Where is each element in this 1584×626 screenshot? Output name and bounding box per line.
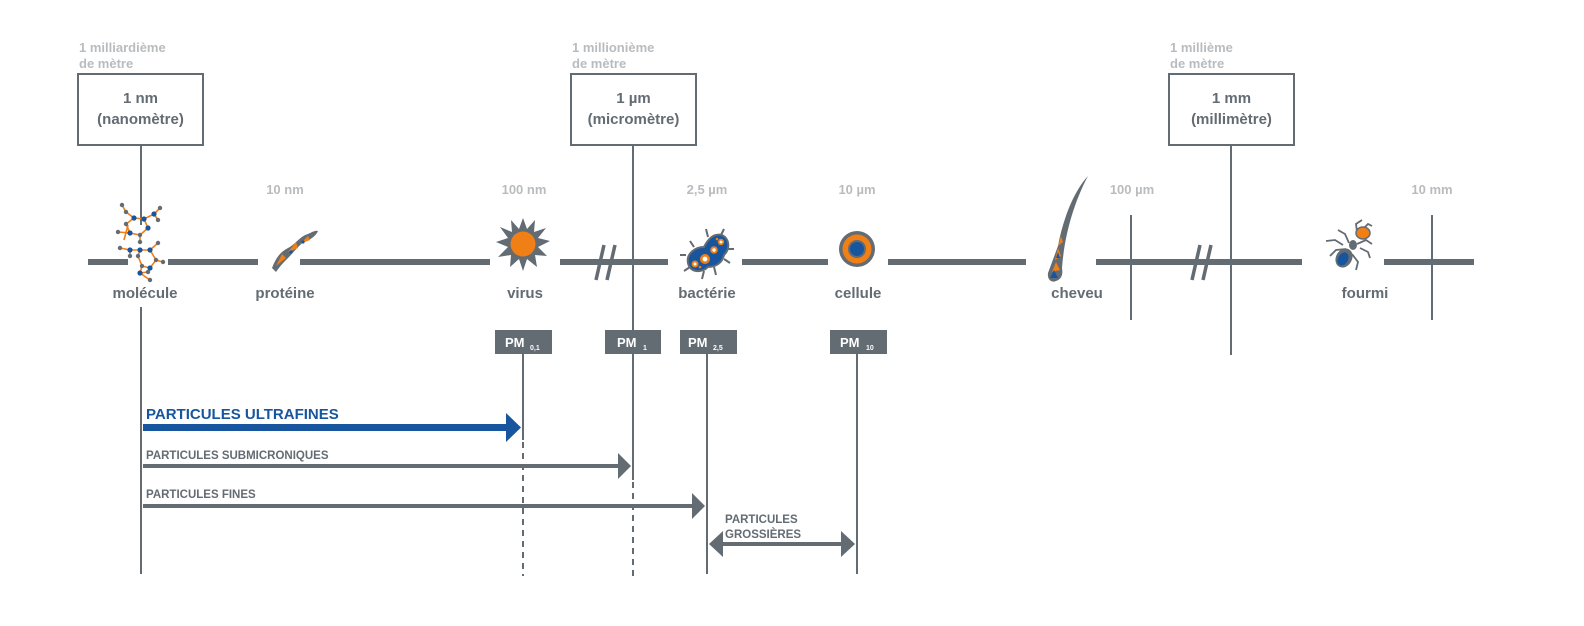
unit-value: 1 mm xyxy=(1212,90,1251,107)
hair-icon xyxy=(1047,176,1088,282)
range-fines: PARTICULES FINES xyxy=(143,489,705,519)
pm-badge-main: PM xyxy=(688,335,708,350)
unit-mm: 1 millième de mètre 1 mm (millimètre) xyxy=(1168,40,1295,146)
unit-caption-line2: de mètre xyxy=(572,56,626,71)
pm-badge-main: PM xyxy=(840,335,860,350)
unit-um: 1 millionième de mètre 1 µm (micromètre) xyxy=(570,40,697,146)
scale-label-10nm: 10 nm xyxy=(266,182,304,197)
pm-badge-1: PM 1 xyxy=(605,330,661,354)
virus-icon xyxy=(496,218,550,271)
cell-icon xyxy=(839,231,875,267)
unit-name: (nanomètre) xyxy=(97,111,184,128)
molecule-icon xyxy=(115,202,166,283)
unit-caption-line1: 1 millième xyxy=(1170,40,1233,55)
range-label-submicroniques: PARTICULES SUBMICRONIQUES xyxy=(146,450,329,462)
pm-badge-sub: 2,5 xyxy=(713,345,723,352)
unit-caption-line1: 1 milliardième xyxy=(79,40,166,55)
unit-value: 1 nm xyxy=(123,90,158,107)
scale-label-10um: 10 µm xyxy=(838,182,875,197)
pm-badge-0-1: PM 0,1 xyxy=(495,330,552,354)
axis-break-2-icon xyxy=(1190,244,1213,281)
unit-value: 1 µm xyxy=(616,90,651,107)
axis-break-1-icon xyxy=(594,244,617,281)
arrow-head-icon xyxy=(506,413,521,442)
arrow-head-icon xyxy=(692,493,705,519)
ant-icon xyxy=(1325,219,1373,271)
bacteria-icon xyxy=(680,228,734,280)
object-label-cell: cellule xyxy=(835,285,882,302)
arrow-head-left-icon xyxy=(709,531,723,557)
unit-caption-line2: de mètre xyxy=(1170,56,1224,71)
scale-label-100um: 100 µm xyxy=(1110,182,1154,197)
pm-badge-10: PM 10 xyxy=(830,330,887,354)
arrow-head-right-icon xyxy=(841,531,855,557)
object-label-molecule: molécule xyxy=(112,285,177,302)
scale-label-10mm: 10 mm xyxy=(1411,182,1452,197)
object-label-bacteria: bactérie xyxy=(678,285,736,302)
range-label-ultrafines: PARTICULES ULTRAFINES xyxy=(146,406,339,423)
range-label-fines: PARTICULES FINES xyxy=(146,489,256,501)
scale-label-2-5um: 2,5 µm xyxy=(687,182,728,197)
pm-badge-main: PM xyxy=(505,335,525,350)
pm-badge-sub: 0,1 xyxy=(530,345,540,352)
pm-badge-sub: 1 xyxy=(643,345,647,352)
range-submicroniques: PARTICULES SUBMICRONIQUES xyxy=(143,450,631,479)
scale-label-100nm: 100 nm xyxy=(502,182,547,197)
pm-badge-main: PM xyxy=(617,335,637,350)
range-ultrafines: PARTICULES ULTRAFINES xyxy=(143,406,521,442)
unit-nm: 1 milliardième de mètre 1 nm (nanomètre) xyxy=(77,40,204,146)
pm-badge-sub: 10 xyxy=(866,345,874,352)
unit-name: (millimètre) xyxy=(1191,111,1272,128)
range-grossieres: PARTICULES GROSSIÈRES xyxy=(709,514,855,557)
arrow-head-icon xyxy=(618,453,631,479)
unit-caption-line1: 1 millionième xyxy=(572,40,654,55)
range-label-grossieres-line2: GROSSIÈRES xyxy=(725,528,801,541)
object-label-hair: cheveu xyxy=(1051,285,1103,302)
object-label-ant: fourmi xyxy=(1342,285,1389,302)
unit-caption-line2: de mètre xyxy=(79,56,133,71)
object-label-virus: virus xyxy=(507,285,543,302)
unit-name: (micromètre) xyxy=(588,111,680,128)
pm-badge-2-5: PM 2,5 xyxy=(680,330,737,354)
protein-icon xyxy=(272,230,318,272)
object-label-protein: protéine xyxy=(255,285,314,302)
range-label-grossieres-line1: PARTICULES xyxy=(725,514,798,526)
